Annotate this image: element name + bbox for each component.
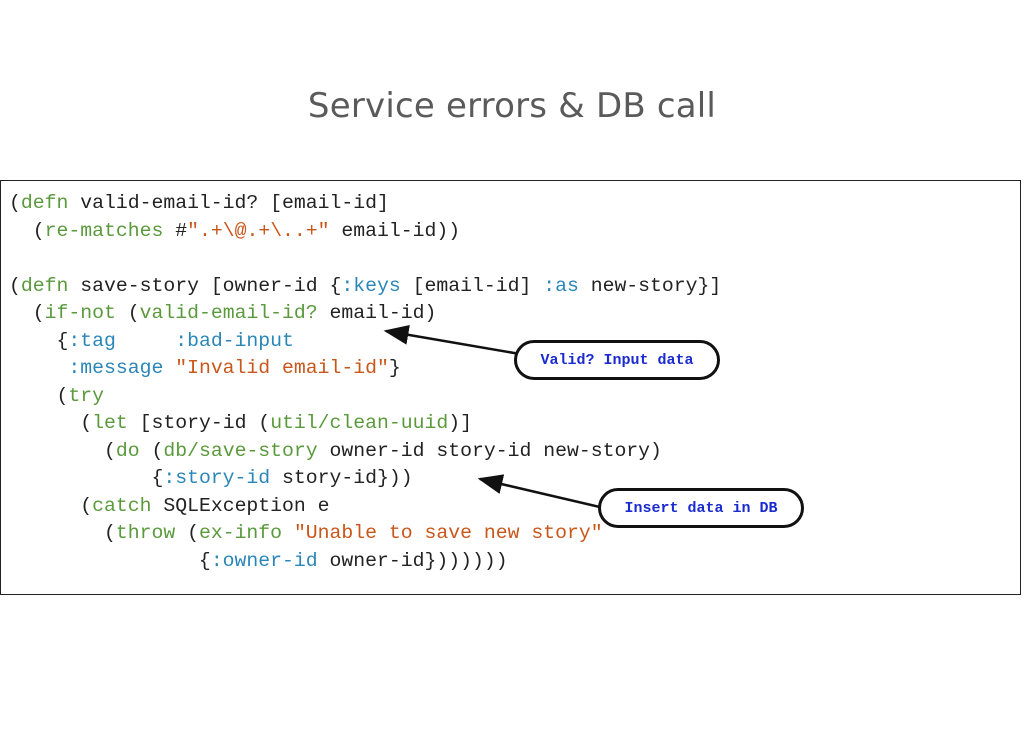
code-token: { — [9, 467, 164, 489]
code-token: catch — [92, 494, 152, 517]
code-line: (re-matches #".+\@.+\..+" email-id)) — [9, 217, 460, 245]
code-token: :tag — [68, 329, 116, 352]
code-line: (throw (ex-info "Unable to save new stor… — [9, 519, 603, 547]
code-token: ( — [9, 219, 45, 242]
code-token: ( — [9, 522, 116, 544]
callout-validate-input: Valid? Input data — [514, 340, 720, 380]
code-token: ( — [9, 439, 116, 462]
code-token: } — [388, 357, 401, 379]
code-token: :bad-input — [175, 329, 294, 352]
code-token: ex-info — [198, 522, 283, 544]
code-token: # — [163, 219, 188, 242]
slide-title: Service errors & DB call — [307, 86, 717, 126]
insert-arrow — [477, 474, 605, 510]
code-line: {:tag :bad-input — [9, 327, 294, 355]
code-token: let — [92, 412, 128, 434]
code-token: ( — [115, 302, 140, 324]
code-token: SQLException e — [151, 494, 330, 517]
code-token: new-story}] — [578, 274, 722, 297]
code-token: [story-id ( — [127, 412, 271, 434]
code-line: (let [story-id (util/clean-uuid)] — [9, 409, 472, 437]
code-token: throw — [115, 522, 176, 544]
code-token: story-id})) — [270, 467, 413, 489]
code-token: email-id)) — [329, 219, 461, 242]
code-token: :message — [68, 357, 164, 379]
code-token: { — [9, 329, 69, 352]
code-line: {:story-id story-id})) — [9, 464, 413, 492]
callout-insert-db: Insert data in DB — [598, 488, 804, 528]
code-token: "Unable to save new story" — [293, 522, 603, 544]
code-token: ( — [9, 274, 21, 297]
callout-insert-label: Insert data in DB — [624, 499, 778, 517]
code-token: email-id) — [317, 302, 437, 324]
code-line: (defn save-story [owner-id {:keys [email… — [9, 272, 721, 300]
callout-validate-label: Valid? Input data — [540, 351, 694, 369]
code-token: do — [115, 439, 140, 462]
code-token: db/save-story — [163, 439, 318, 462]
validate-arrow — [383, 324, 521, 356]
code-token: ( — [9, 384, 69, 407]
code-token: ( — [9, 192, 21, 214]
code-token: try — [68, 384, 104, 407]
code-block: (defn valid-email-id? [email-id] (re-mat… — [0, 180, 1021, 595]
code-token: if-not — [44, 302, 116, 324]
code-line: {:owner-id owner-id})))))) — [9, 547, 508, 575]
code-token: ( — [139, 439, 164, 462]
code-line: (defn valid-email-id? [email-id] — [9, 189, 389, 217]
code-line: (try — [9, 382, 104, 410]
code-token: util/clean-uuid — [270, 412, 449, 434]
code-token: :as — [543, 274, 579, 297]
code-token: owner-id})))))) — [317, 549, 508, 572]
code-token: :owner-id — [210, 549, 318, 572]
code-token: ".+\@.+\..+" — [187, 219, 330, 242]
code-token: valid-email-id? [email-id] — [68, 192, 389, 214]
code-line: (do (db/save-story owner-id story-id new… — [9, 437, 662, 465]
code-token: valid-email-id? — [139, 302, 318, 324]
code-token: owner-id story-id new-story) — [317, 439, 662, 462]
code-token: :story-id — [163, 467, 271, 489]
code-token: re-matches — [44, 219, 164, 242]
code-token: save-story [owner-id { — [68, 274, 342, 297]
code-token: [email-id] — [400, 274, 544, 297]
code-token: { — [9, 549, 211, 572]
code-token: ( — [9, 412, 93, 434]
code-token: ( — [9, 302, 45, 324]
code-line: :message "Invalid email-id"} — [9, 354, 401, 382]
code-token: ( — [9, 494, 93, 517]
code-token: "Invalid email-id" — [175, 357, 389, 379]
code-line: (catch SQLException e — [9, 492, 330, 520]
code-token: ( — [175, 522, 199, 544]
code-token: defn — [20, 192, 69, 214]
code-line: (if-not (valid-email-id? email-id) — [9, 299, 437, 327]
code-token: defn — [20, 274, 69, 297]
code-token: )] — [448, 412, 472, 434]
code-token: :keys — [341, 274, 401, 297]
